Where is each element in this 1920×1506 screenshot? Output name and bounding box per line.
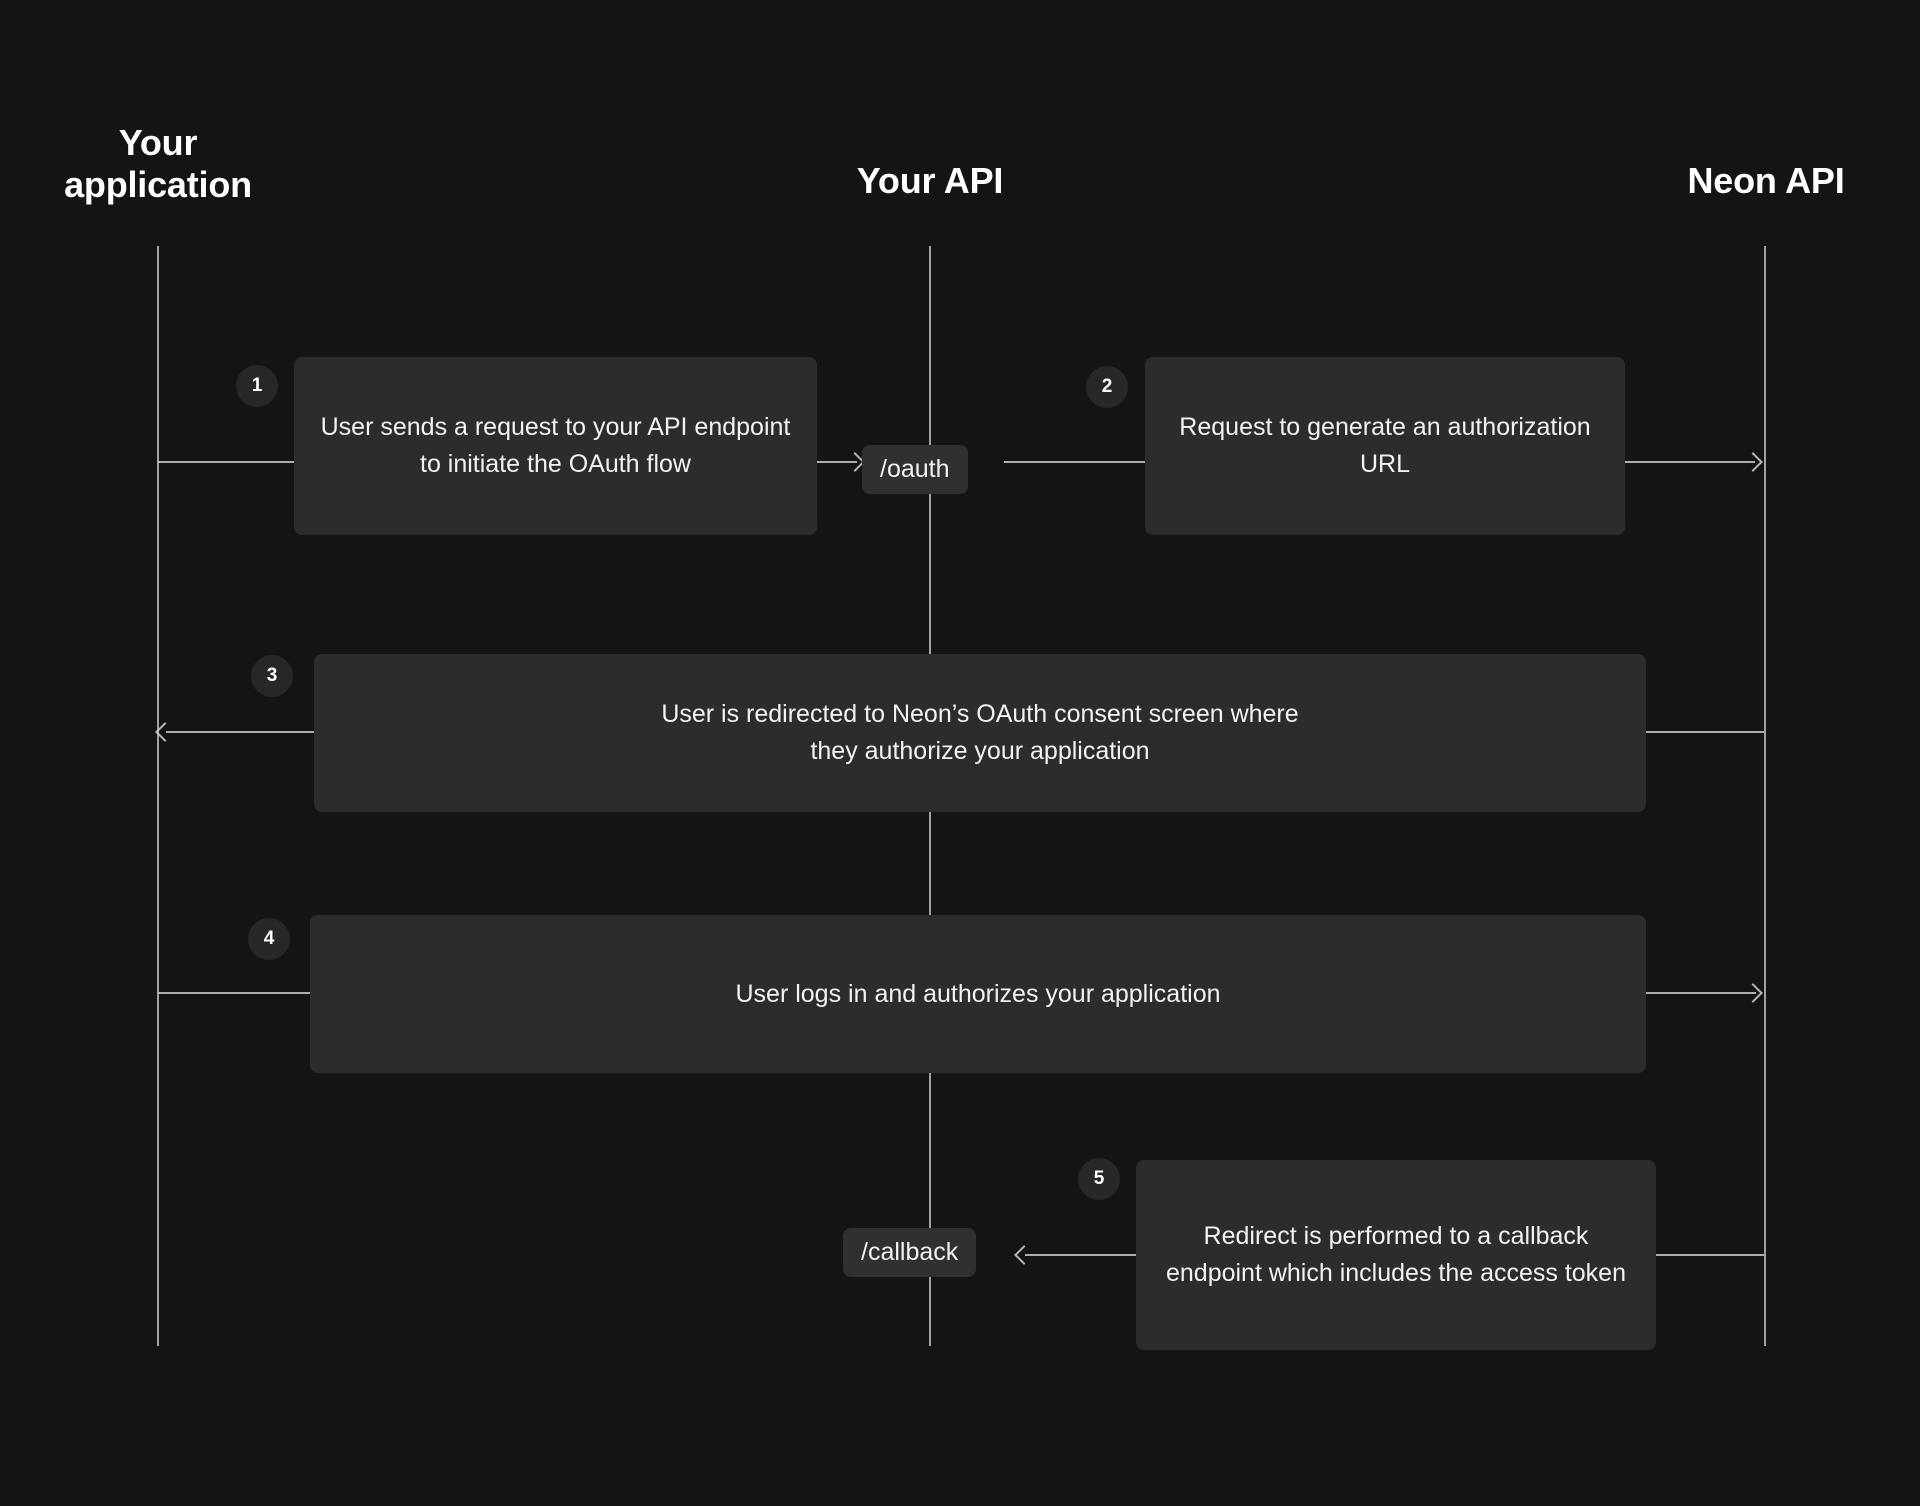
message-text-step-4: User logs in and authorizes your applica… [735,979,1221,1008]
lifeline-neon-api [1764,246,1766,1346]
step-badge-3: 3 [251,655,293,697]
connector-step-5-left [1025,1254,1137,1256]
lifeline-your-application [157,246,159,1346]
arrow-head-step-2-icon [1743,452,1763,472]
connector-step-4-left [158,992,312,994]
connector-step-1-right [817,461,857,463]
message-text-step-1: User sends a request to your API endpoin… [320,413,791,478]
connector-step-3-right [1646,731,1764,733]
lane-title-your-api: Your API [856,160,1004,201]
step-badge-2: 2 [1086,366,1128,408]
lane-title-your-application: Your application [64,122,252,206]
lane-title-neon-api: Neon API [1687,160,1845,201]
connector-step-3-left [166,731,316,733]
connector-step-2-left [1004,461,1146,463]
connector-step-4-right [1646,992,1756,994]
connector-step-1-left [158,461,298,463]
step-badge-1: 1 [236,365,278,407]
endpoint-pill-oauth[interactable]: /oauth [862,445,968,494]
connector-step-5-right [1656,1254,1764,1256]
step-badge-5: 5 [1078,1158,1120,1200]
connector-step-2-right [1625,461,1755,463]
message-box-step-2: Request to generate an authorization URL [1145,357,1625,535]
step-badge-4: 4 [248,918,290,960]
message-box-step-5: Redirect is performed to a callback endp… [1136,1160,1656,1350]
message-text-step-2: Request to generate an authorization URL [1179,413,1591,478]
message-box-step-1: User sends a request to your API endpoin… [294,357,817,535]
message-box-step-3: User is redirected to Neon’s OAuth conse… [314,654,1646,812]
message-text-step-3: User is redirected to Neon’s OAuth conse… [661,700,1299,765]
endpoint-pill-callback[interactable]: /callback [843,1228,977,1277]
arrow-head-step-5-icon [1014,1245,1034,1265]
message-box-step-4: User logs in and authorizes your applica… [310,915,1646,1073]
arrow-head-step-4-icon [1743,983,1763,1003]
message-text-step-5: Redirect is performed to a callback endp… [1165,1222,1626,1287]
